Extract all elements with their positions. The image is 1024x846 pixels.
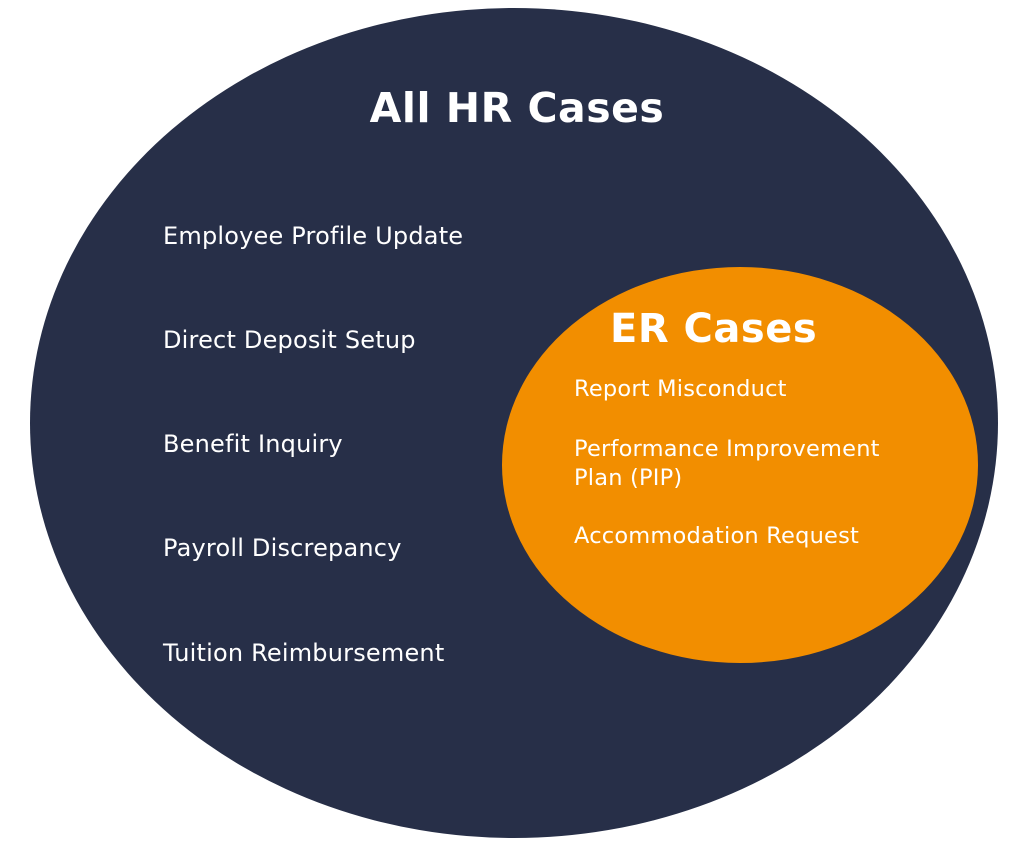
all-hr-cases-title: All HR Cases xyxy=(369,84,665,132)
er-cases-title: ER Cases xyxy=(610,306,818,352)
hr-case-item: Tuition Reimbursement xyxy=(163,639,445,667)
hr-case-item: Employee Profile Update xyxy=(163,222,464,250)
er-case-item: Report Misconduct xyxy=(574,376,787,402)
er-case-item: Accommodation Request xyxy=(574,523,860,549)
er-case-item-continuation: Plan (PIP) xyxy=(574,465,683,491)
er-cases-circle xyxy=(502,267,978,663)
er-case-item: Performance Improvement xyxy=(574,436,880,462)
hr-case-item: Benefit Inquiry xyxy=(163,430,343,458)
hr-case-item: Payroll Discrepancy xyxy=(163,534,402,562)
hr-case-item: Direct Deposit Setup xyxy=(163,326,416,354)
